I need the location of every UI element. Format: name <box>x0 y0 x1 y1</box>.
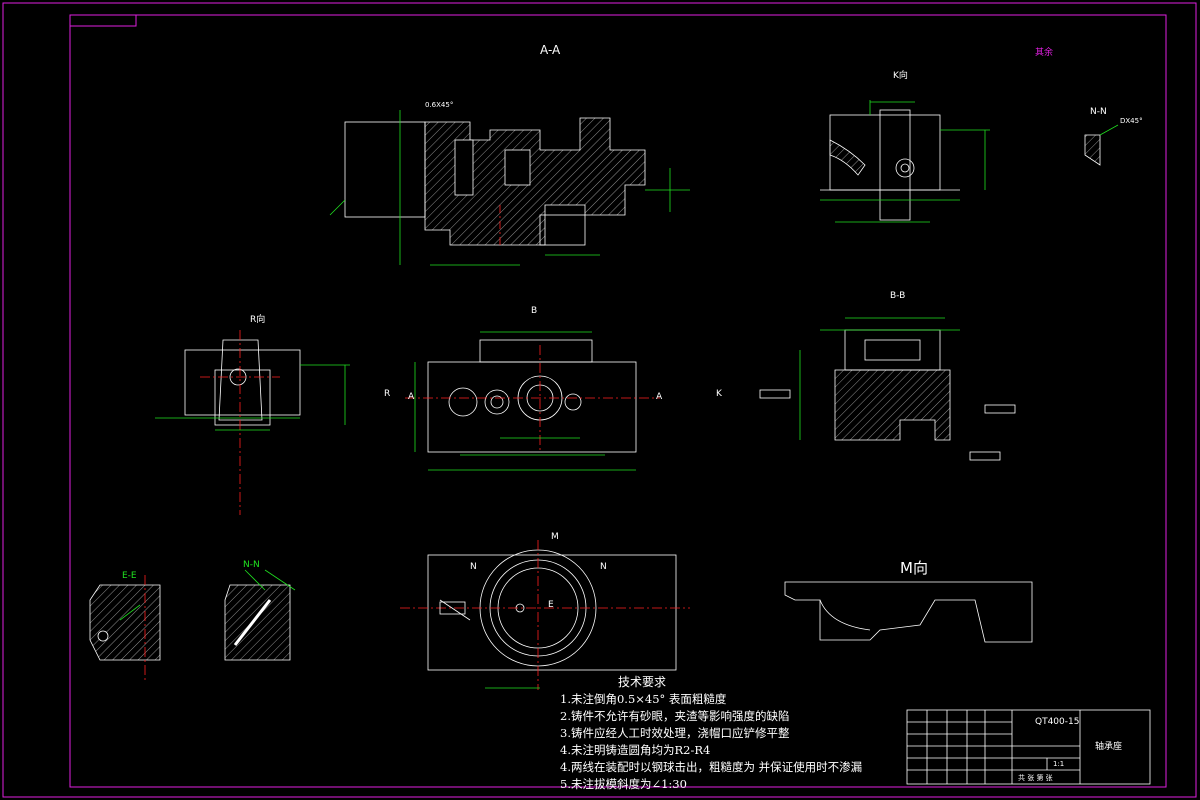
corner-tag-box <box>69 14 137 27</box>
view-title-b: B <box>531 306 538 316</box>
view-title-bb: B-B <box>890 291 906 301</box>
view-m <box>784 581 1033 643</box>
note-item: 5.未注拔模斜度为∠1:30 <box>560 777 687 791</box>
mark-n-right: N <box>600 562 607 572</box>
note-item: 1.未注倒角0.5×45° 表面粗糙度 <box>560 692 727 706</box>
view-title-k: K向 <box>893 71 908 81</box>
title-block-material: QT400-15 <box>1035 717 1080 727</box>
nn-chamfer-note: DX45° <box>1120 117 1143 125</box>
mark-k: K <box>716 389 722 399</box>
view-title-nn: N-N <box>1090 107 1107 117</box>
view-bottom <box>400 540 690 690</box>
mark-e: E <box>548 600 554 610</box>
view-title-r: R向 <box>250 315 266 325</box>
mark-m: M <box>551 532 559 542</box>
section-view-bb <box>759 317 1016 461</box>
title-block-scale: 1:1 <box>1053 760 1065 768</box>
view-b <box>405 331 660 471</box>
title-block-part-name: 轴承座 <box>1095 742 1123 752</box>
view-nn-detail <box>1084 124 1119 166</box>
view-title-ee: E-E <box>122 571 137 581</box>
section-view-ee <box>89 575 161 680</box>
view-r <box>155 330 350 515</box>
view-title-aa: A-A <box>540 43 561 57</box>
section-view-aa <box>329 110 690 266</box>
mark-n-left: N <box>470 562 477 572</box>
mark-a-left: A <box>408 392 415 402</box>
note-item: 3.铸件应经人工时效处理，浇帽口应铲修平整 <box>560 726 790 740</box>
inner-frame <box>69 14 1167 788</box>
technical-requirements: 技术要求 1.未注倒角0.5×45° 表面粗糙度 2.铸件不允许有砂眼，夹渣等影… <box>560 674 862 793</box>
note-item: 4.两线在装配时以钢球击出，粗糙度为 并保证使用时不渗漏 <box>560 760 863 774</box>
section-view-nn-lower <box>224 569 296 661</box>
notes-heading: 技术要求 <box>618 675 667 689</box>
title-block <box>906 709 1151 785</box>
note-item: 4.未注明铸造圆角均为R2-R4 <box>560 743 711 757</box>
view-title-m: M向 <box>900 559 928 577</box>
chamfer-note: 0.6X45° <box>425 101 454 109</box>
title-block-sheet: 共 张 第 张 <box>1018 774 1053 782</box>
mark-a-right: A <box>656 392 663 402</box>
view-title-nn-lower: N-N <box>243 560 260 570</box>
view-k <box>820 100 990 223</box>
mark-r: R <box>384 389 391 399</box>
corner-roughness-text: 其余 <box>1035 48 1054 58</box>
note-item: 2.铸件不允许有砂眼，夹渣等影响强度的缺陷 <box>560 709 790 723</box>
